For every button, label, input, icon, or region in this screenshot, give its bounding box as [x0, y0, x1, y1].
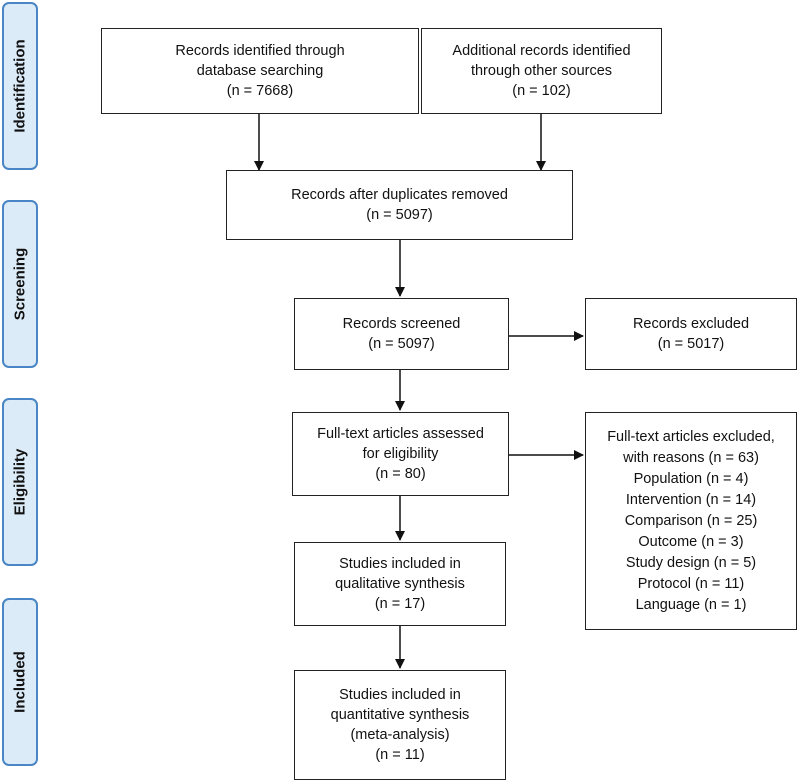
- exclusion-reason-study-design: Study design (n = 5): [625, 554, 757, 571]
- phase-eligibility: Eligibility: [2, 398, 38, 566]
- qualitative-count: (n = 17): [374, 596, 426, 612]
- database-records-line2: database searching: [196, 63, 324, 79]
- other-records-line2: through other sources: [470, 63, 613, 79]
- box-quantitative-synthesis: Studies included in quantitative synthes…: [294, 670, 506, 780]
- box-database-records: Records identified through database sear…: [101, 28, 419, 114]
- exclusion-reason-comparison: Comparison (n = 25): [624, 512, 758, 529]
- box-fulltext-assessed: Full-text articles assessed for eligibil…: [292, 412, 509, 496]
- quantitative-line1: Studies included in: [339, 687, 461, 703]
- quantitative-line3: (meta-analysis): [350, 727, 450, 743]
- box-fulltext-excluded: Full-text articles excluded, with reason…: [585, 412, 797, 630]
- fulltext-assessed-line2: for eligibility: [362, 446, 439, 462]
- other-records-line1: Additional records identified: [452, 43, 631, 59]
- database-records-line1: Records identified through: [175, 43, 345, 59]
- exclusion-reason-language: Language (n = 1): [635, 596, 747, 613]
- quantitative-count: (n = 11): [375, 747, 425, 763]
- box-records-screened: Records screened (n = 5097): [294, 298, 509, 370]
- qualitative-line1: Studies included in: [339, 556, 461, 572]
- quantitative-line2: quantitative synthesis: [330, 707, 470, 723]
- box-records-excluded: Records excluded (n = 5017): [585, 298, 797, 370]
- box-other-records: Additional records identified through ot…: [421, 28, 662, 114]
- exclusion-reason-protocol: Protocol (n = 11): [637, 575, 745, 592]
- exclusion-reason-population: Population (n = 4): [633, 470, 749, 487]
- qualitative-line2: qualitative synthesis: [335, 576, 465, 592]
- exclusion-reason-outcome: Outcome (n = 3): [638, 533, 744, 550]
- fulltext-excluded-line1: Full-text articles excluded,: [607, 428, 775, 445]
- box-after-duplicates: Records after duplicates removed (n = 50…: [226, 170, 573, 240]
- records-screened-count: (n = 5097): [368, 336, 435, 352]
- records-excluded-count: (n = 5017): [657, 336, 725, 352]
- phase-included: Included: [2, 598, 38, 766]
- after-duplicates-line1: Records after duplicates removed: [291, 187, 508, 203]
- box-qualitative-synthesis: Studies included in qualitative synthesi…: [294, 542, 506, 626]
- after-duplicates-count: (n = 5097): [366, 207, 433, 223]
- fulltext-assessed-line1: Full-text articles assessed: [317, 426, 484, 442]
- exclusion-reason-intervention: Intervention (n = 14): [625, 491, 757, 508]
- phase-identification: Identification: [2, 2, 38, 170]
- records-screened-line1: Records screened: [342, 316, 461, 332]
- other-records-count: (n = 102): [512, 83, 571, 99]
- database-records-count: (n = 7668): [226, 83, 294, 99]
- fulltext-assessed-count: (n = 80): [375, 466, 426, 482]
- phase-screening: Screening: [2, 200, 38, 368]
- records-excluded-line1: Records excluded: [632, 316, 750, 332]
- fulltext-excluded-line2: with reasons (n = 63): [623, 449, 759, 466]
